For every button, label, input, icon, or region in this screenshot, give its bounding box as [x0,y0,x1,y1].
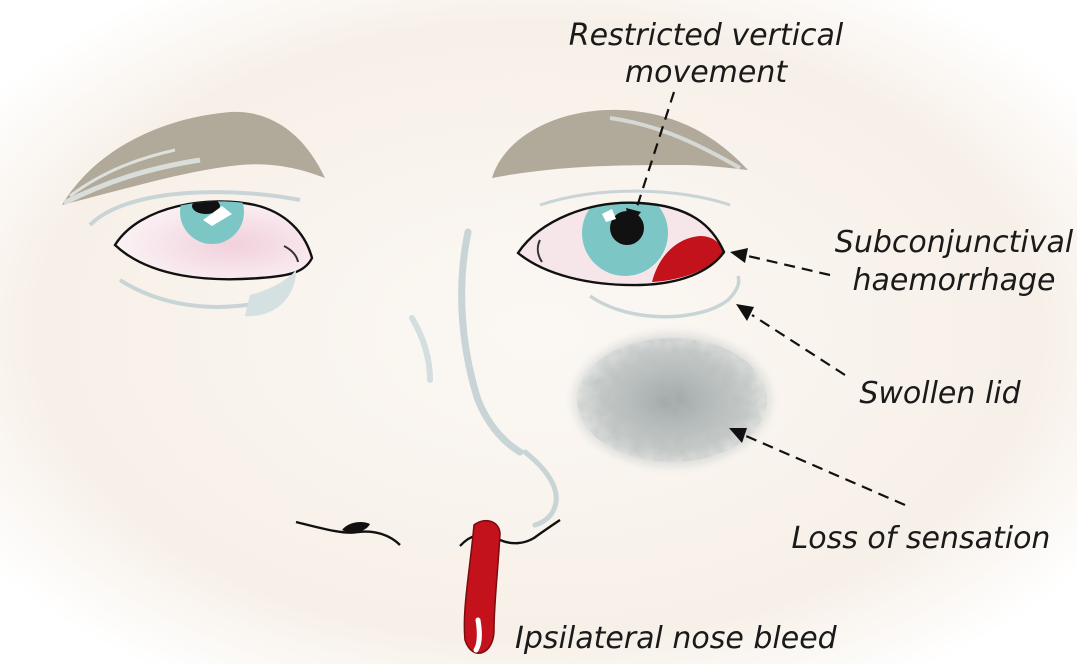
label-subconjunctival: Subconjunctival [835,225,1074,260]
label-restricted-vertical: Restricted vertical [569,18,844,53]
label-movement: movement [625,55,788,90]
label-swollen-lid: Swollen lid [859,376,1021,411]
label-haemorrhage: haemorrhage [853,263,1056,298]
label-loss-of-sensation: Loss of sensation [792,521,1051,556]
numbness-patch [572,332,772,468]
label-nose-bleed: Ipsilateral nose bleed [515,621,838,656]
